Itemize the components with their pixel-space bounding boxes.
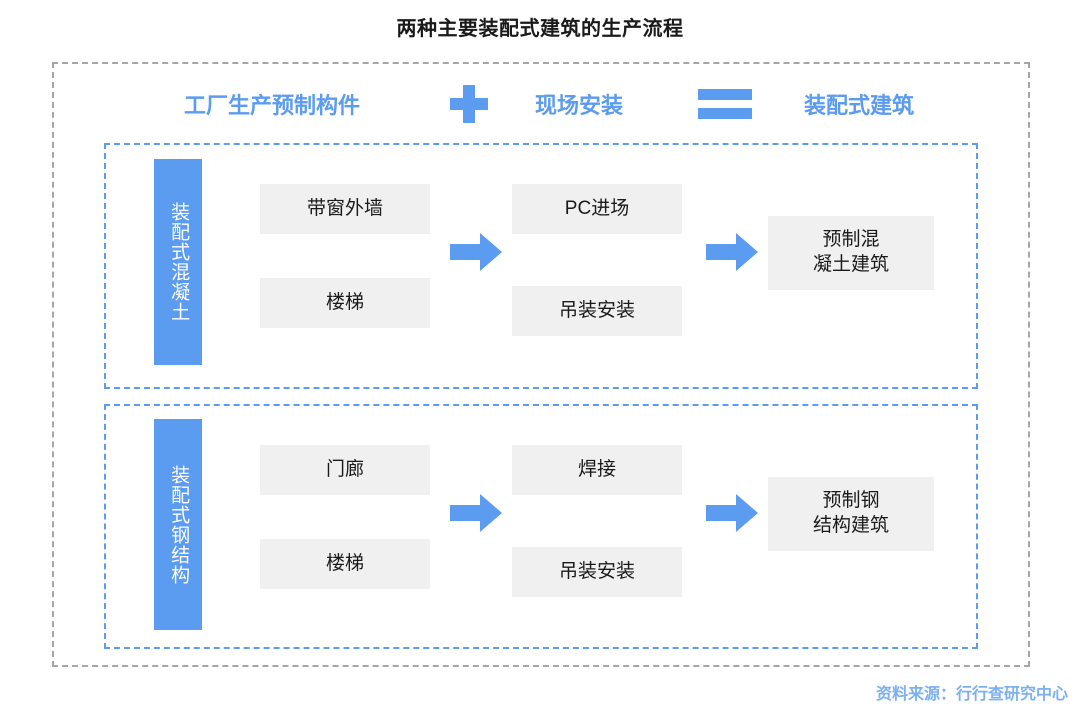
result-line: 预制混 — [822, 229, 880, 251]
site-item-box: 吊装安装 — [512, 547, 682, 597]
process-section-steel-structure: 装配式钢结构 门廊 楼梯 焊接 吊装安装 预制钢 结构建筑 — [104, 404, 978, 649]
plus-icon — [450, 85, 488, 123]
result-line: 结构建筑 — [812, 515, 889, 536]
equation-term-result: 装配式建筑 — [804, 93, 915, 118]
result-line: 凝土建筑 — [812, 254, 889, 275]
factory-item-box: 门廊 — [260, 445, 430, 495]
section-label-steel-structure: 装配式钢结构 — [154, 419, 202, 630]
flow-arrow-icon — [706, 233, 758, 271]
equals-bar-bottom — [698, 108, 752, 119]
site-item-box: PC进场 — [512, 184, 682, 234]
equation-term-site: 现场安装 — [535, 93, 624, 118]
site-item-box: 焊接 — [512, 445, 682, 495]
equals-bar-top — [698, 89, 752, 100]
factory-item-box: 楼梯 — [260, 278, 430, 328]
process-section-precast-concrete: 装配式混凝土 带窗外墙 楼梯 PC进场 吊装安装 预制混 凝土建筑 — [104, 143, 978, 389]
result-line: 预制钢 — [822, 490, 880, 512]
flow-arrow-icon — [706, 494, 758, 532]
result-box-steel-structure: 预制钢 结构建筑 — [768, 477, 934, 551]
site-item-box: 吊装安装 — [512, 286, 682, 336]
equation-term-factory: 工厂生产预制构件 — [184, 93, 361, 118]
equals-icon — [698, 89, 752, 119]
flow-arrow-icon — [450, 233, 502, 271]
factory-item-box: 楼梯 — [260, 539, 430, 589]
result-box-precast-concrete: 预制混 凝土建筑 — [768, 216, 934, 290]
flow-arrow-icon — [450, 494, 502, 532]
factory-item-box: 带窗外墙 — [260, 184, 430, 234]
source-note: 资料来源：行行查研究中心 — [875, 686, 1068, 703]
diagram-outer-frame — [52, 62, 1030, 667]
equation-header: 工厂生产预制构件 现场安装 装配式建筑 — [52, 83, 1030, 125]
page-title: 两种主要装配式建筑的生产流程 — [396, 18, 684, 40]
section-label-precast-concrete: 装配式混凝土 — [154, 159, 202, 365]
